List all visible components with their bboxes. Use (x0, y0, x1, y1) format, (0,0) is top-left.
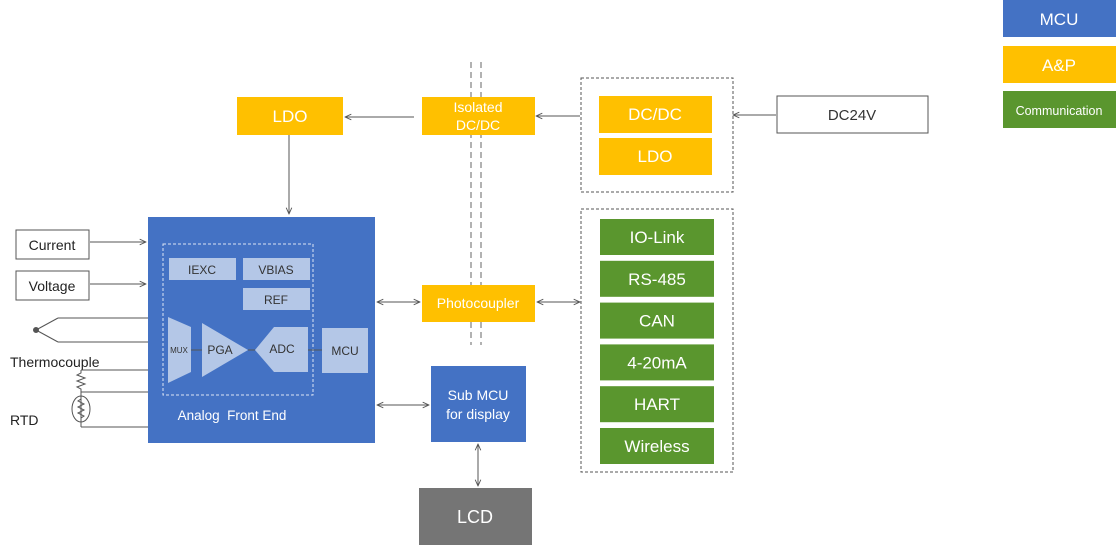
dcdc-label: DC/DC (628, 105, 682, 124)
dcdc-box (599, 96, 712, 133)
ref-label: REF (264, 293, 288, 307)
power-module-group (580, 77, 734, 193)
comm-box-4-20ma (600, 344, 714, 381)
legend-mcu-swatch (1003, 0, 1116, 37)
sub-mcu-label-line2: for display (446, 406, 510, 422)
current-input-label: Current (29, 237, 76, 253)
comm-box-hart (600, 386, 714, 423)
pga-shape (202, 323, 248, 377)
dc24v-label: DC24V (828, 107, 876, 124)
rtd-label: RTD (10, 412, 39, 428)
rtd-symbol (71, 369, 148, 428)
comm-label-hart: HART (634, 395, 680, 414)
iexc-box (169, 258, 236, 280)
legend-ap-label: A&P (1042, 56, 1076, 75)
afe-mcu-label: MCU (331, 344, 358, 358)
photocoupler-box (422, 285, 535, 322)
vbias-box (243, 258, 310, 280)
comm-box-rs-485 (600, 260, 714, 297)
comm-box-io-link (600, 219, 714, 255)
ldo-module-label: LDO (638, 147, 673, 166)
comm-box-can (600, 302, 714, 339)
legend-mcu-label: MCU (1040, 10, 1079, 29)
comm-label-io-link: IO-Link (630, 228, 685, 247)
ldo-main-label: LDO (273, 107, 308, 126)
afe-mcu-box (322, 328, 368, 373)
comm-box-wireless (600, 428, 714, 464)
iexc-label: IEXC (188, 263, 216, 277)
adc-shape (255, 327, 308, 372)
current-input-box (15, 229, 90, 260)
comm-label-rs-485: RS-485 (628, 270, 686, 289)
sub-mcu-label-line1: Sub MCU (448, 387, 509, 403)
sub-mcu-box (431, 366, 526, 442)
legend: MCU A&P Communication (1003, 0, 1116, 128)
mux-label: MUX (170, 346, 188, 355)
ref-box (243, 288, 310, 310)
thermocouple-label: Thermocouple (10, 354, 100, 370)
comm-label-can: CAN (639, 312, 675, 331)
mux-shape (168, 317, 191, 383)
legend-ap-swatch (1003, 46, 1116, 83)
afe-inner-group (162, 243, 314, 396)
comm-label-wireless: Wireless (624, 437, 689, 456)
dc24v-box (776, 95, 929, 134)
lcd-label: LCD (457, 507, 493, 527)
ldo-module-box (599, 138, 712, 175)
ldo-main-box (237, 97, 343, 135)
communication-group (580, 208, 734, 473)
isolated-dcdc-box (422, 97, 535, 135)
vbias-label: VBIAS (258, 263, 293, 277)
lcd-box (419, 488, 532, 545)
afe-title: Analog Front End (178, 408, 287, 423)
isolated-dcdc-label-line1: Isolated (453, 99, 502, 115)
adc-label: ADC (269, 342, 295, 356)
voltage-input-box (15, 270, 90, 301)
comm-label-4-20ma: 4-20mA (627, 353, 687, 372)
pga-label: PGA (207, 343, 232, 357)
legend-communication-label: Communication (1016, 104, 1103, 118)
thermocouple-symbol (33, 317, 148, 343)
photocoupler-label: Photocoupler (437, 295, 520, 311)
isolated-dcdc-label-line2: DC/DC (456, 117, 500, 133)
voltage-input-label: Voltage (29, 278, 76, 294)
legend-communication-swatch (1003, 91, 1116, 128)
